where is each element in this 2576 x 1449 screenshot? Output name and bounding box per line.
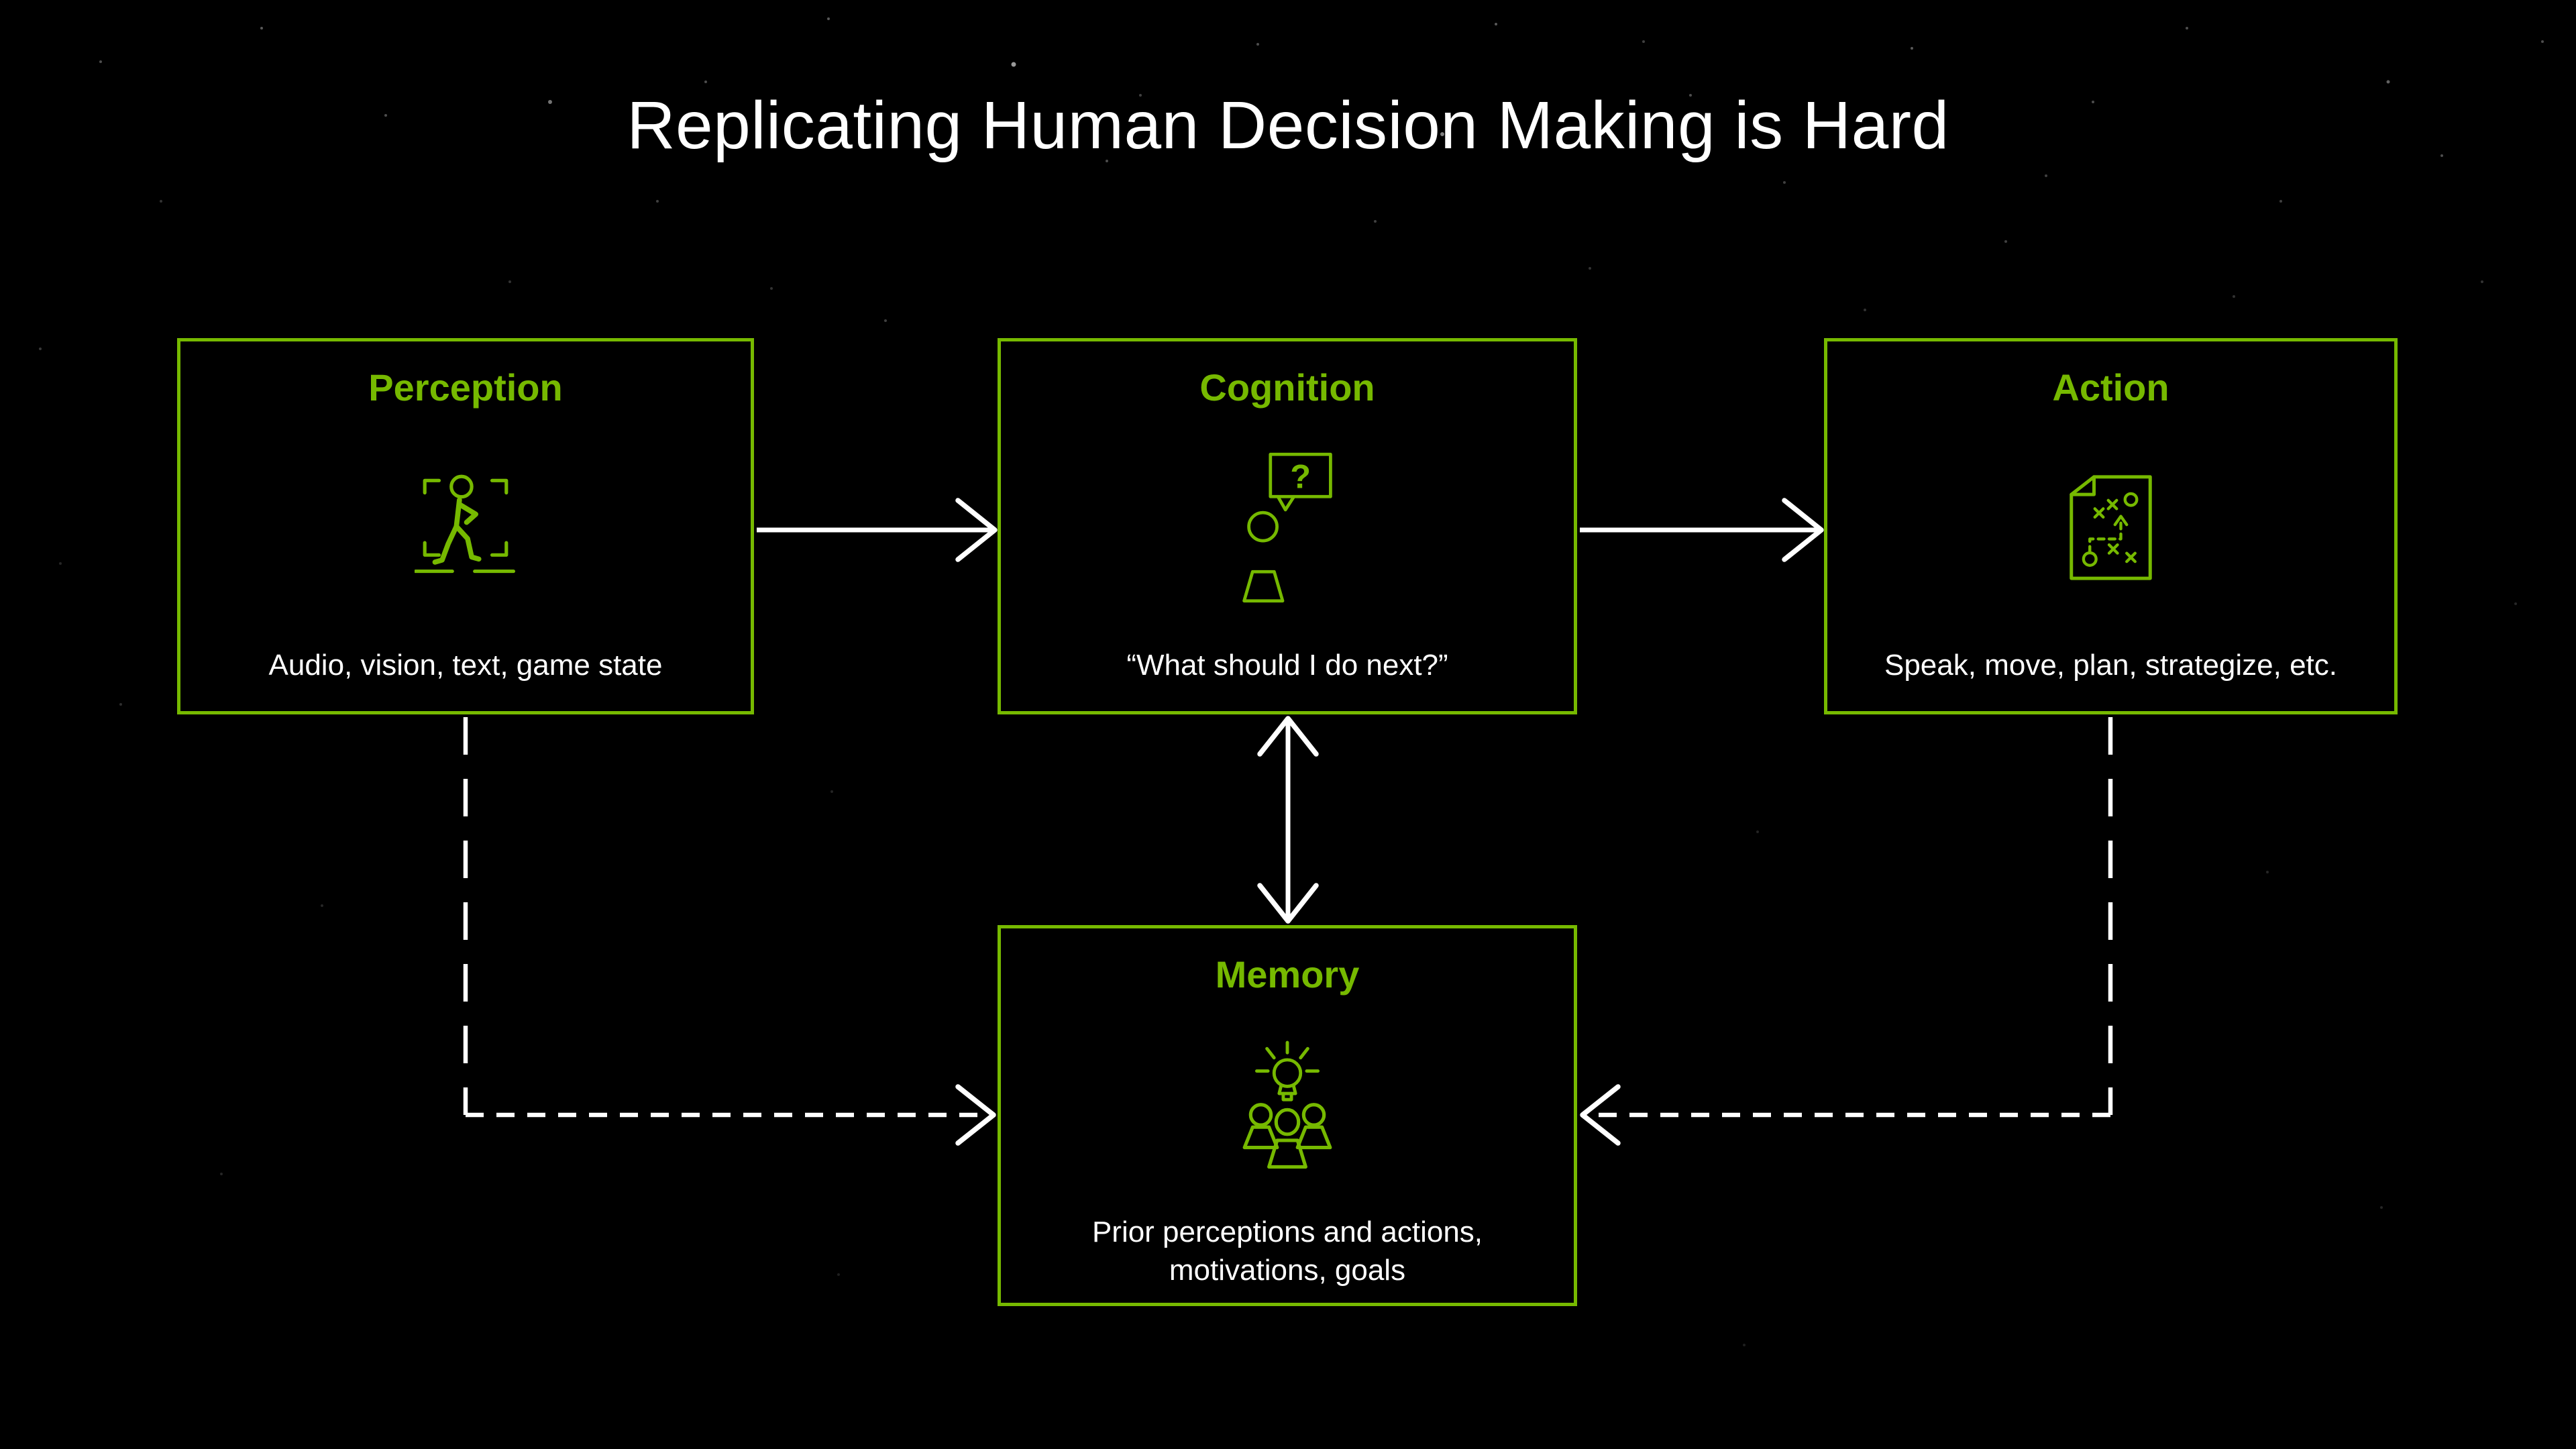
page-title: Replicating Human Decision Making is Har…: [627, 88, 1949, 163]
cognition-body: “What should I do next?”: [1126, 648, 1448, 682]
action-body: Speak, move, plan, strategize, etc.: [1884, 648, 2338, 682]
strategy-playbook-document-icon: [2070, 475, 2152, 580]
team-idea-lightbulb-icon: [1242, 1040, 1332, 1169]
person-walking-scan-icon: [415, 474, 516, 574]
memory-title: Memory: [1215, 953, 1360, 996]
memory-box: Memory Prior perce: [998, 925, 1577, 1306]
action-box: Action Speak, move, plan, strategize, et…: [1824, 338, 2398, 714]
action-title: Action: [2052, 366, 2169, 409]
question-mark-glyph: ?: [1290, 458, 1311, 496]
cognition-box: Cognition ? “What should I do next?”: [998, 338, 1577, 714]
person-question-bubble-icon: ?: [1242, 453, 1332, 603]
cognition-title: Cognition: [1199, 366, 1375, 409]
memory-body: Prior perceptions and actions, motivatio…: [1091, 1216, 1483, 1287]
perception-box: Perception Audio, vision, text, game sta…: [177, 338, 754, 714]
perception-title: Perception: [368, 366, 563, 409]
perception-body: Audio, vision, text, game state: [268, 648, 663, 682]
